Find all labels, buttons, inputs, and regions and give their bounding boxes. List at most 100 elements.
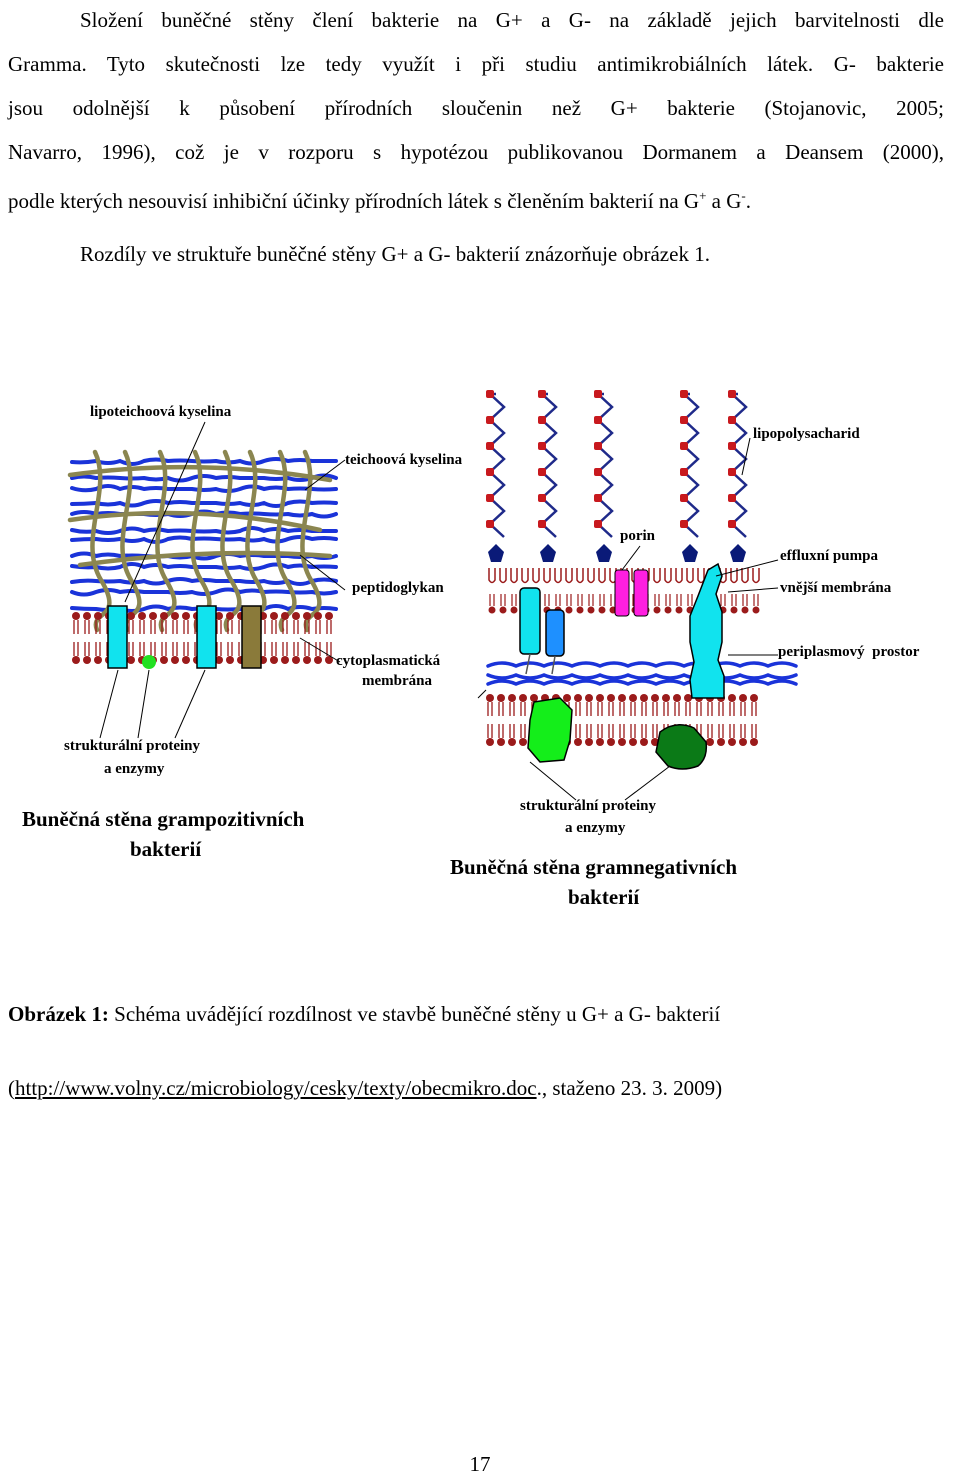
lipid-head [270,656,278,664]
lipid-head [182,656,190,664]
lipid-head [182,612,190,620]
paragraph-1-line-5-text: podle kterých nesouvisí inhibiční účinky… [8,189,700,213]
source-link[interactable]: http://www.volny.cz/microbiology/cesky/t… [15,1076,537,1100]
lipid-head [94,612,102,620]
lps-sugar-bead [594,468,602,476]
peptidoglycan-layer-right [486,661,798,686]
lps-sugar-bead [538,494,546,502]
lps-sugar-bead [486,494,494,502]
peptidoglycan-strand [70,535,338,544]
cytoplasmic-membrane-left [72,612,333,664]
title-gram-negative-1: Buněčná stěna gramnegativních [450,855,737,879]
lps-sugar-bead [538,442,546,450]
lipid-head [640,694,648,702]
lps-sugar-bead [486,520,494,528]
lps-chain [594,392,614,538]
gram-positive-diagram: lipoteichoová kyselina teichoová kyselin… [22,404,463,861]
title-gram-positive-2: bakterií [130,837,202,861]
lipid-head [497,738,505,746]
figure-source: (http://www.volny.cz/microbiology/cesky/… [8,1070,722,1106]
lipid-head [530,694,538,702]
source-rest: ., staženo 23. 3. 2009) [536,1076,723,1100]
teichoic-acid-strand [77,550,333,568]
lps-sugar-bead [680,416,688,424]
title-gram-positive-1: Buněčná stěna grampozitivních [22,807,305,831]
label-outer-membrane: vnější membrána [780,580,892,596]
porin-protein-1 [614,569,630,617]
lipid-head [215,612,223,620]
label-lipopolysaccharide: lipopolysacharid [753,426,860,442]
lipid-head [94,656,102,664]
lipid-head [673,694,681,702]
lipid-head [303,656,311,664]
peptidoglycan-mesh [70,457,338,613]
lipid-head [739,738,747,746]
peptidoglycan-strand [70,457,338,466]
porin-protein-2 [633,569,649,617]
label-lipoteichoic-acid: lipoteichoová kyselina [90,404,232,420]
teichoic-acid-strand [67,464,333,483]
structural-protein-bright-green [527,697,573,763]
lps-core [682,544,698,562]
lps-sugar-bead [538,416,546,424]
lps-sugar-bead [486,416,494,424]
lps-sugar-bead [680,390,688,398]
protein-cyan-left-2 [196,605,217,669]
lipid-head [72,612,80,620]
label-teichoic-acid: teichoová kyselina [345,452,463,468]
lps-sugar-bead [486,468,494,476]
lipid-head [728,694,736,702]
lps-sugar-bead [594,520,602,528]
paragraph-1-line-3: jsou odolnější k působení přírodních slo… [8,96,944,120]
figure-caption: Obrázek 1: Schéma uvádějící rozdílnost v… [8,996,720,1032]
lipid-head [596,738,604,746]
lipid-head [585,738,593,746]
paragraph-1-line-4: Navarro, 1996), což je v rozporu s hypot… [8,140,944,164]
lps-sugar-bead [728,494,736,502]
teichoic-acid-strand [67,510,323,533]
structural-protein-dark-green [655,724,708,770]
lipid-head [750,694,758,702]
and-g-text: a G [706,189,742,213]
lipid-head [607,738,615,746]
lipid-head [497,694,505,702]
lps-sugar-bead [728,416,736,424]
lipid-head [303,612,311,620]
peptidoglycan-strand [70,551,338,561]
lipid-head [160,656,168,664]
label-structural-proteins-right-1: strukturální proteiny [520,798,656,814]
lipid-head [508,694,516,702]
lipid-head [739,694,747,702]
lipid-head [127,656,135,664]
lps-chain [728,392,748,538]
lipid-head [662,694,670,702]
label-efflux-pump: effluxní pumpa [780,548,878,564]
lipid-head [508,738,516,746]
lipid-head [314,656,322,664]
lps-sugar-bead [728,390,736,398]
label-structural-proteins-right-2: a enzymy [565,820,626,836]
lipid-head [160,612,168,620]
protein-green-small-left [142,655,156,669]
lipid-head [149,612,157,620]
lipid-head [574,694,582,702]
lipid-head [486,738,494,746]
lipid-head [138,612,146,620]
gram-negative-diagram: lipopolysacharid porin effluxní pumpa vn… [450,390,920,909]
lipid-head [292,612,300,620]
lipid-head [618,694,626,702]
lipid-head [325,612,333,620]
lps-sugar-bead [538,468,546,476]
page-number: 17 [469,1452,491,1476]
lipid-head [486,694,494,702]
lipid-head [519,694,527,702]
lps-sugar-bead [680,442,688,450]
label-cytoplasmic-membrane-1: cytoplasmatická [336,653,441,669]
lps-core [540,544,556,562]
lipoprotein-cyan [519,587,541,655]
lps-sugar-bead [680,494,688,502]
lps-sugar-bead [680,468,688,476]
lipid-head [226,612,234,620]
lipid-head [519,738,527,746]
source-open-paren: ( [8,1076,15,1100]
